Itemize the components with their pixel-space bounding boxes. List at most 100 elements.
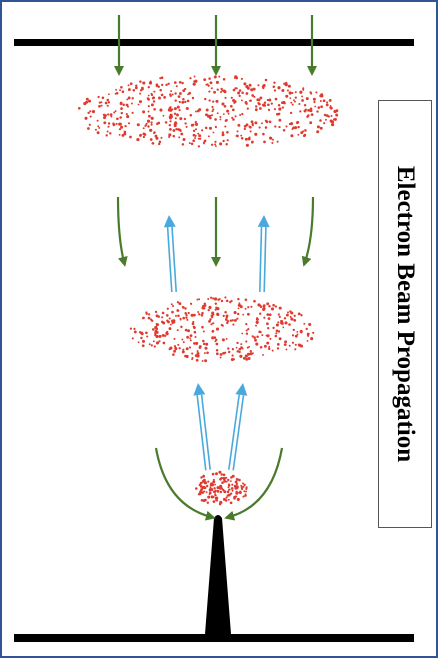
electron-dot bbox=[236, 130, 239, 133]
electron-dot bbox=[149, 80, 152, 83]
electron-dot bbox=[219, 352, 223, 356]
electron-dot bbox=[314, 105, 317, 108]
electron-dot bbox=[288, 344, 291, 347]
electron-dot bbox=[212, 297, 215, 300]
electron-dot bbox=[283, 82, 286, 85]
electron-dot bbox=[192, 139, 196, 143]
electron-dot bbox=[150, 121, 153, 124]
electron-dot bbox=[226, 109, 230, 113]
electron-dot bbox=[131, 97, 134, 100]
electron-dot bbox=[294, 126, 298, 130]
electron-dot bbox=[155, 314, 159, 318]
electron-dot bbox=[333, 109, 337, 114]
electron-dot bbox=[227, 498, 230, 501]
electron-dot bbox=[289, 111, 293, 115]
electron-dot bbox=[317, 106, 321, 109]
electron-dot bbox=[168, 317, 171, 320]
reflected-arrows bbox=[163, 215, 270, 471]
electron-dot bbox=[89, 110, 92, 113]
electron-dot bbox=[195, 487, 198, 490]
electron-dot bbox=[122, 103, 125, 106]
electron-dot bbox=[282, 129, 286, 132]
reflected-arrow-upper-left bbox=[163, 215, 177, 293]
electron-dot bbox=[231, 319, 234, 322]
electron-dot bbox=[268, 120, 272, 124]
electron-dot bbox=[175, 127, 178, 131]
electron-dot bbox=[168, 115, 172, 119]
electron-dot bbox=[227, 347, 230, 350]
electron-dot bbox=[78, 107, 81, 110]
electron-dot bbox=[306, 339, 309, 342]
electron-dot bbox=[173, 337, 176, 340]
electron-dot bbox=[179, 317, 182, 320]
electron-dot bbox=[161, 311, 165, 315]
electron-dot bbox=[278, 337, 282, 341]
electron-dot bbox=[171, 310, 174, 314]
electron-dot bbox=[147, 110, 150, 113]
electron-dot bbox=[240, 77, 243, 80]
arrow-mid-left bbox=[116, 196, 128, 267]
electron-dot bbox=[201, 325, 204, 329]
electron-dot bbox=[329, 119, 333, 123]
electron-dot bbox=[224, 310, 227, 314]
electron-dot bbox=[245, 329, 248, 332]
electron-dot bbox=[127, 122, 131, 125]
electron-dot bbox=[119, 101, 123, 105]
electron-dot bbox=[193, 342, 196, 345]
electron-dot bbox=[178, 302, 182, 306]
electron-dot bbox=[183, 117, 187, 121]
electron-dot bbox=[178, 80, 182, 84]
electron-dot bbox=[153, 131, 156, 134]
electron-dot bbox=[297, 125, 300, 129]
electron-dot bbox=[176, 301, 180, 304]
electron-dot bbox=[211, 114, 214, 117]
electron-dot bbox=[182, 138, 186, 141]
electron-dot bbox=[200, 476, 203, 479]
electron-dot bbox=[224, 296, 227, 299]
electron-dot bbox=[225, 314, 229, 318]
electron-dot bbox=[299, 90, 303, 94]
electron-dot bbox=[240, 137, 244, 140]
electron-dot bbox=[145, 122, 148, 125]
electron-dot bbox=[237, 297, 240, 301]
electron-dot bbox=[128, 96, 131, 99]
electron-dot bbox=[290, 311, 294, 315]
electron-dot bbox=[119, 89, 122, 92]
electron-dot bbox=[207, 298, 210, 300]
electron-dot bbox=[262, 103, 266, 107]
electron-dot bbox=[297, 343, 301, 346]
electron-dot bbox=[198, 313, 201, 316]
electron-dot bbox=[256, 98, 260, 102]
electron-dot bbox=[201, 359, 204, 362]
electron-dot bbox=[273, 89, 277, 92]
electron-dot bbox=[236, 317, 239, 320]
electron-dot bbox=[262, 305, 266, 308]
electron-dot bbox=[242, 485, 245, 488]
electron-dot bbox=[320, 93, 324, 97]
electron-dot bbox=[213, 336, 217, 339]
electron-dot bbox=[214, 483, 217, 486]
electron-dot bbox=[97, 125, 100, 128]
electron-dot bbox=[214, 118, 217, 121]
electron-dot bbox=[333, 117, 337, 121]
electron-dot bbox=[177, 309, 180, 312]
electron-dot bbox=[100, 104, 103, 107]
electron-dot bbox=[236, 497, 240, 501]
electron-dot bbox=[207, 135, 210, 138]
electron-dot bbox=[290, 317, 294, 321]
electron-dot bbox=[137, 341, 140, 344]
electron-dot bbox=[213, 90, 217, 94]
electron-dot bbox=[244, 354, 248, 358]
electron-dot bbox=[259, 331, 262, 334]
electron-dot bbox=[245, 340, 248, 343]
electron-dot bbox=[162, 341, 166, 345]
electron-dot bbox=[189, 302, 192, 305]
electron-dot bbox=[106, 104, 109, 107]
electron-dot bbox=[173, 107, 177, 111]
electron-dot bbox=[268, 305, 271, 308]
electron-dot bbox=[173, 349, 177, 353]
electron-dot bbox=[326, 101, 329, 104]
electron-dot bbox=[238, 491, 242, 495]
electron-dot bbox=[288, 323, 291, 326]
electron-dot bbox=[161, 83, 164, 87]
